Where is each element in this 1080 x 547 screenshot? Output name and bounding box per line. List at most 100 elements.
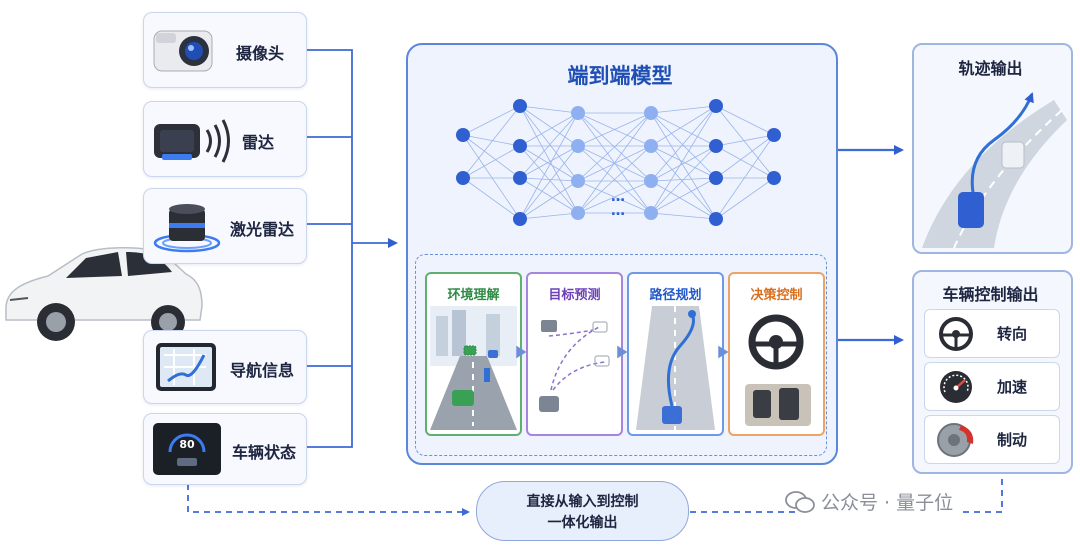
control-label: 转向 (997, 325, 1028, 343)
control-title: 车辆控制输出 (942, 285, 1039, 304)
dashboard-speed: 80 (179, 438, 195, 451)
network-edge (650, 112, 717, 179)
network-node (571, 174, 585, 188)
network-edge (462, 105, 521, 136)
brake-disc-icon (937, 423, 974, 457)
network-edge (519, 105, 579, 147)
network-node (767, 171, 781, 185)
network-edge (715, 134, 775, 179)
summary-line-1: 直接从输入到控制 (526, 494, 639, 510)
stage-prediction: 目标预测 (526, 272, 623, 436)
input-navigation: 导航信息 (143, 330, 307, 404)
navigation-icon (156, 343, 216, 391)
output-steering: 转向 (924, 309, 1060, 358)
trajectory-road-image (922, 92, 1067, 248)
neural-network-diagram: … … (456, 99, 781, 226)
network-edge (650, 145, 717, 220)
network-node (644, 139, 658, 153)
wechat-icon (785, 491, 815, 513)
network-edge (519, 105, 579, 214)
network-edge (577, 112, 652, 214)
network-edge (462, 105, 521, 179)
network-edge (519, 177, 579, 182)
output-braking: 制动 (924, 415, 1060, 464)
network-edge (715, 134, 775, 220)
network-edge (650, 177, 717, 214)
car-image (5, 247, 203, 341)
network-edge (519, 212, 579, 220)
network-edge (650, 145, 717, 182)
network-node (709, 139, 723, 153)
network-node (709, 99, 723, 113)
network-edge (650, 105, 717, 214)
input-camera: 摄像头 (143, 12, 307, 88)
network-edge (650, 212, 717, 220)
network-node (644, 206, 658, 220)
network-edge (650, 112, 717, 220)
dashboard-icon: 80 (153, 423, 221, 475)
input-label: 激光雷达 (230, 220, 295, 239)
summary-line-2: 一体化输出 (547, 515, 618, 531)
stage-label: 决策控制 (750, 288, 803, 303)
input-label: 雷达 (242, 133, 275, 152)
network-edge (462, 145, 521, 179)
prediction-scene-icon (539, 320, 610, 412)
watermark: 公众号 · 量子位 (785, 488, 953, 515)
network-edge (519, 145, 579, 179)
network-edge (650, 112, 717, 147)
network-node (456, 171, 470, 185)
network-edge (715, 105, 775, 136)
model-title: 端到端模型 (567, 64, 673, 88)
camera-icon (153, 30, 213, 72)
speedometer-icon (940, 371, 972, 403)
summary-pill: 直接从输入到控制 一体化输出 (476, 481, 689, 541)
network-node (513, 139, 527, 153)
lidar-icon (153, 204, 221, 253)
stage-control: 决策控制 (728, 272, 825, 436)
network-edge (577, 112, 652, 147)
input-label: 车辆状态 (232, 443, 297, 462)
network-edge (462, 177, 521, 220)
trajectory-title: 轨迹输出 (958, 59, 1023, 78)
network-edge (519, 112, 579, 220)
network-edge (650, 145, 717, 179)
input-vehicle-state: 80 车辆状态 (143, 413, 307, 485)
network-edge (577, 180, 652, 214)
network-edge (519, 180, 579, 220)
network-node (513, 212, 527, 226)
hidden-layer-ellipsis: … (611, 189, 625, 205)
network-edge (650, 145, 717, 214)
network-edge (715, 105, 775, 179)
network-edge (715, 145, 775, 179)
network-edge (462, 134, 521, 220)
stage-label: 环境理解 (447, 288, 500, 303)
network-node (644, 174, 658, 188)
network-edge (519, 105, 579, 182)
network-node (571, 139, 585, 153)
network-edge (519, 112, 579, 147)
input-label: 摄像头 (236, 44, 285, 63)
stage-planning: 路径规划 (627, 272, 724, 436)
network-edge (462, 134, 521, 179)
watermark-text: 公众号 · 量子位 (821, 492, 954, 514)
planning-scene-icon (636, 306, 715, 430)
network-edge (519, 177, 579, 214)
environment-scene-icon (430, 306, 517, 430)
network-edge (650, 105, 717, 182)
network-edge (519, 145, 579, 220)
stage-label: 路径规划 (649, 288, 702, 303)
network-edge (715, 134, 775, 147)
stage-environment: 环境理解 (425, 272, 522, 436)
network-edge (715, 177, 775, 220)
network-edge (519, 145, 579, 182)
control-scene-icon (745, 314, 811, 426)
control-label: 制动 (997, 431, 1028, 449)
stage-label: 目标预测 (548, 288, 601, 303)
output-acceleration: 加速 (924, 362, 1060, 411)
input-lidar: 激光雷达 (143, 188, 307, 264)
hidden-layer-ellipsis: … (611, 203, 625, 219)
network-node (644, 106, 658, 120)
network-edge (650, 180, 717, 220)
network-edge (577, 112, 652, 182)
